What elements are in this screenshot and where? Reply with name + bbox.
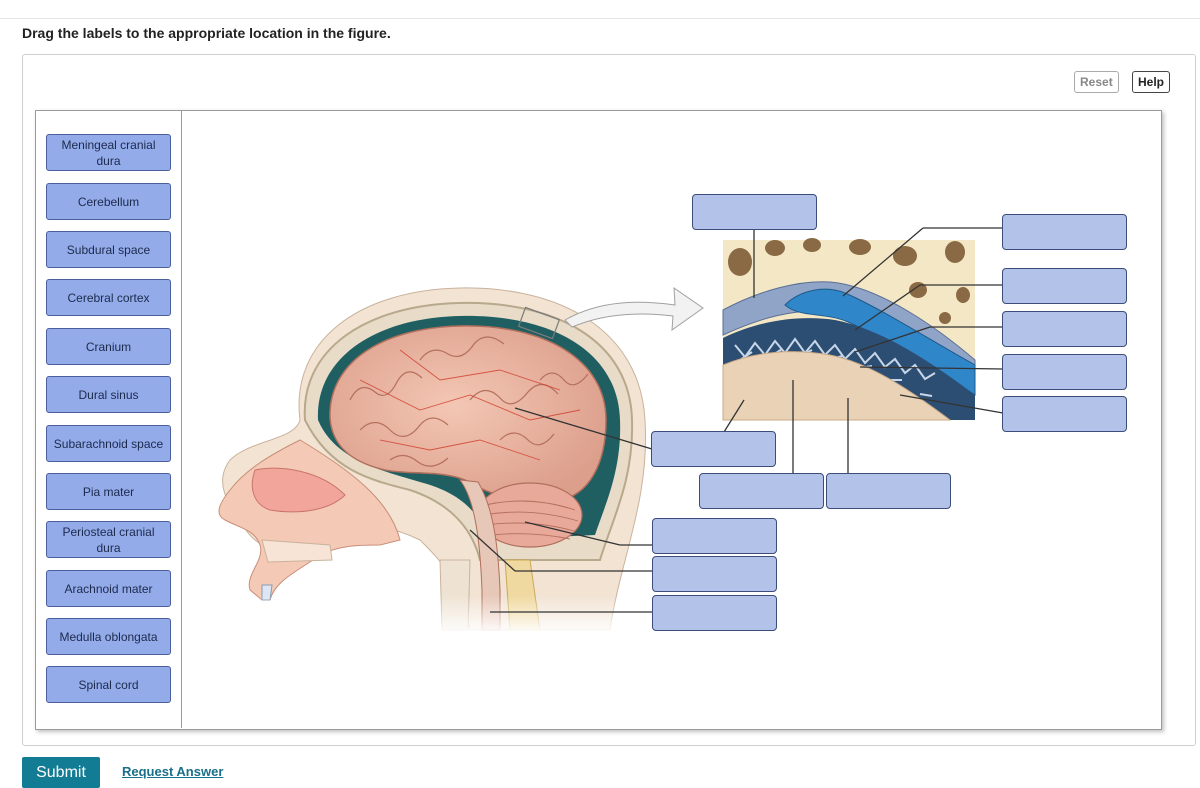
- label-arachnoid-mater[interactable]: Arachnoid mater: [46, 570, 171, 607]
- drop-target-12[interactable]: [652, 595, 777, 631]
- drop-target-7[interactable]: [651, 431, 776, 467]
- label-cerebral-cortex[interactable]: Cerebral cortex: [46, 279, 171, 316]
- label-cerebellum[interactable]: Cerebellum: [46, 183, 171, 220]
- label-dural-sinus[interactable]: Dural sinus: [46, 376, 171, 413]
- head-section-illustration: [218, 287, 650, 635]
- label-subdural-space[interactable]: Subdural space: [46, 231, 171, 268]
- drop-target-9[interactable]: [826, 473, 951, 509]
- drop-target-5[interactable]: [1002, 354, 1127, 390]
- label-medulla-oblongata[interactable]: Medulla oblongata: [46, 618, 171, 655]
- help-button[interactable]: Help: [1132, 71, 1171, 93]
- drop-target-10[interactable]: [652, 518, 777, 554]
- drop-target-3[interactable]: [1002, 268, 1127, 304]
- label-spinal-cord[interactable]: Spinal cord: [46, 666, 171, 703]
- label-meningeal-cranial-dura[interactable]: Meningeal cranial dura: [46, 134, 171, 171]
- drop-target-6[interactable]: [1002, 396, 1127, 432]
- meninges-inset-illustration: [722, 238, 976, 421]
- submit-button[interactable]: Submit: [22, 757, 100, 788]
- label-periosteal-cranial-dura[interactable]: Periosteal cranial dura: [46, 521, 171, 558]
- leader-lines: [469, 227, 1004, 613]
- drop-target-2[interactable]: [1002, 214, 1127, 250]
- label-cranium[interactable]: Cranium: [46, 328, 171, 365]
- drop-target-4[interactable]: [1002, 311, 1127, 347]
- label-bank-divider: [181, 111, 182, 728]
- request-answer-link[interactable]: Request Answer: [122, 764, 224, 779]
- drop-target-11[interactable]: [652, 556, 777, 592]
- label-subarachnoid-space[interactable]: Subarachnoid space: [46, 425, 171, 462]
- label-pia-mater[interactable]: Pia mater: [46, 473, 171, 510]
- instruction-text: Drag the labels to the appropriate locat…: [22, 25, 391, 41]
- drop-target-1[interactable]: [692, 194, 817, 230]
- top-divider: [0, 18, 1200, 19]
- reset-button[interactable]: Reset: [1074, 71, 1119, 93]
- drop-target-8[interactable]: [699, 473, 824, 509]
